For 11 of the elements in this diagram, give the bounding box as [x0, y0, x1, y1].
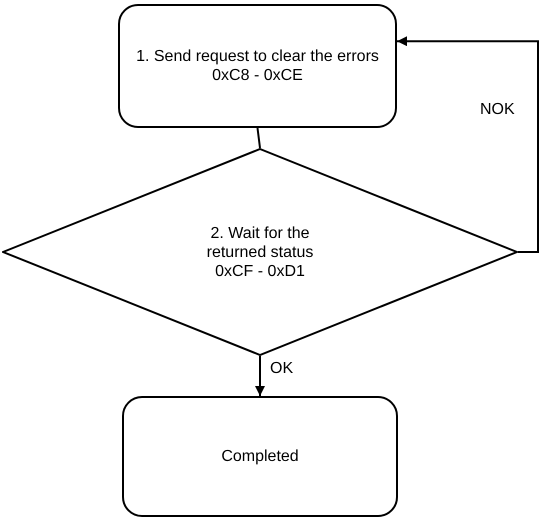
arrow — [255, 356, 265, 396]
step-text: Completed — [221, 447, 299, 466]
code-range-text: 0xC8 - 0xCE — [212, 66, 303, 85]
arrow — [397, 36, 539, 253]
step-text: 2. Wait for the returned status — [206, 224, 314, 262]
process-box — [118, 4, 397, 128]
step-text: 1. Send request to clear the errors — [136, 47, 379, 66]
decision-diamond — [2, 148, 518, 356]
connector-line — [256, 128, 261, 148]
code-range-text: 0xCF - 0xD1 — [215, 262, 305, 280]
process-box — [122, 396, 398, 517]
